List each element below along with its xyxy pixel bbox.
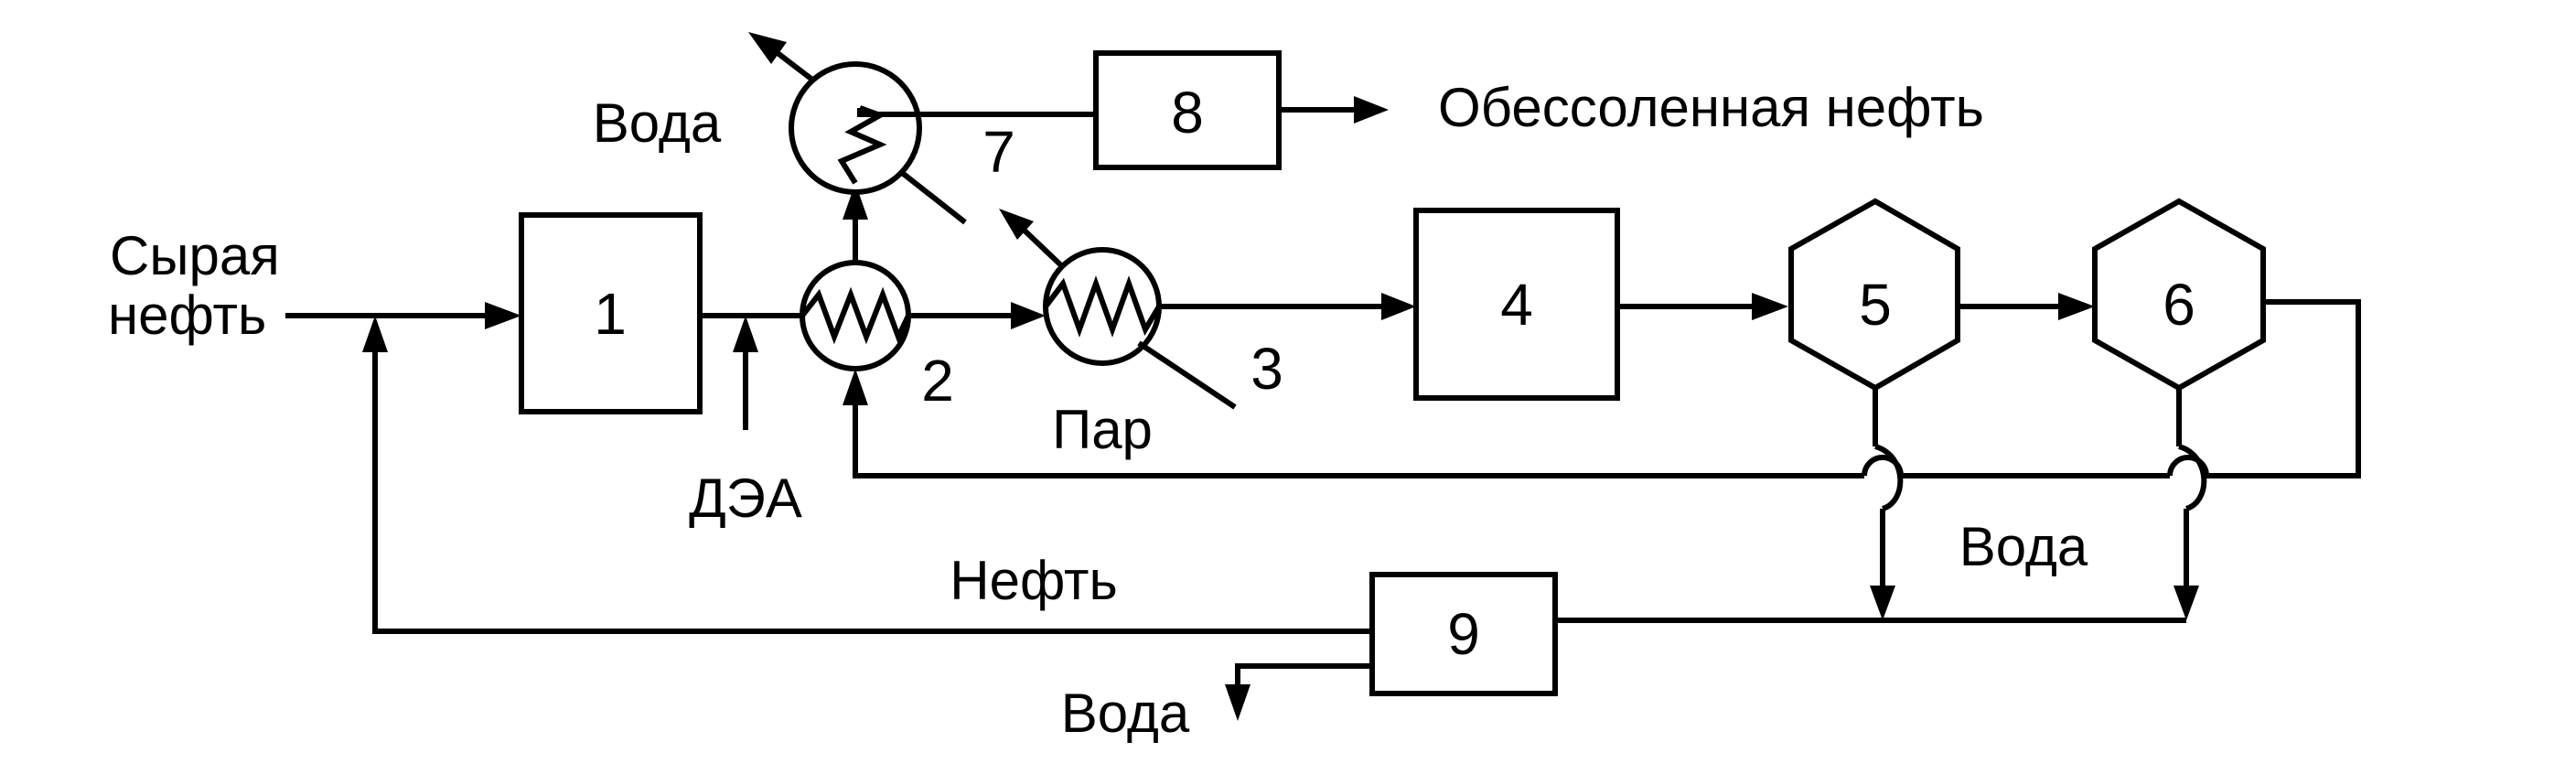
unit-5-label: 5 bbox=[1859, 272, 1892, 338]
dea-label: ДЭА bbox=[689, 468, 802, 529]
heater-3: 3 Пар bbox=[999, 209, 1283, 460]
line-2-to-7 bbox=[843, 183, 868, 263]
dea-injection bbox=[733, 316, 758, 430]
unit-1-label: 1 bbox=[594, 281, 627, 347]
crude-feed-line bbox=[285, 302, 521, 329]
unit-7-label: 7 bbox=[982, 119, 1015, 185]
line-4-to-5 bbox=[1617, 293, 1788, 320]
line-5-to-6 bbox=[1958, 293, 2095, 320]
desalted-oil-out: Обессоленная нефть bbox=[1279, 77, 1984, 138]
steam-label: Пар bbox=[1052, 399, 1153, 460]
electrodehydrator-5: 5 bbox=[1788, 198, 1960, 392]
unit-1-box: 1 bbox=[519, 212, 703, 414]
line-2-to-3 bbox=[908, 302, 1046, 329]
line-3-to-4 bbox=[1159, 293, 1416, 320]
oil-recycle-line bbox=[362, 316, 1372, 634]
crude-oil-label-line2: нефть bbox=[108, 285, 266, 346]
line-7-to-8 bbox=[857, 108, 1096, 117]
water-right-label: Вода bbox=[1959, 516, 2088, 577]
water-top-label: Вода bbox=[593, 92, 722, 154]
unit-3-label: 3 bbox=[1250, 336, 1283, 402]
water-bottom-label: Вода bbox=[1061, 683, 1190, 744]
electrodehydrator-6: 6 bbox=[2092, 198, 2266, 392]
water-drain-5 bbox=[1870, 388, 1904, 620]
oil-return-label: Нефть bbox=[950, 550, 1118, 611]
unit-6-label: 6 bbox=[2163, 272, 2195, 338]
unit-8-label: 8 bbox=[1171, 80, 1204, 145]
unit-4-box: 4 bbox=[1413, 208, 1620, 401]
desalted-oil-label: Обессоленная нефть bbox=[1438, 77, 1984, 138]
unit-4-label: 4 bbox=[1500, 272, 1533, 338]
crude-oil-label-line1: Сырая bbox=[110, 225, 280, 286]
water-out-line bbox=[1225, 663, 1372, 721]
unit-2-label: 2 bbox=[921, 348, 954, 414]
cooler-7: 7 Вода bbox=[593, 32, 1015, 225]
water-drain-6 bbox=[2174, 388, 2207, 620]
heat-exchanger-2: 2 bbox=[800, 260, 954, 414]
unit-8-box: 8 bbox=[1093, 50, 1282, 170]
unit-9-label: 9 bbox=[1447, 601, 1480, 667]
unit-9-box: 9 bbox=[1369, 572, 1558, 696]
desalted-oil-return-line bbox=[843, 299, 2361, 478]
